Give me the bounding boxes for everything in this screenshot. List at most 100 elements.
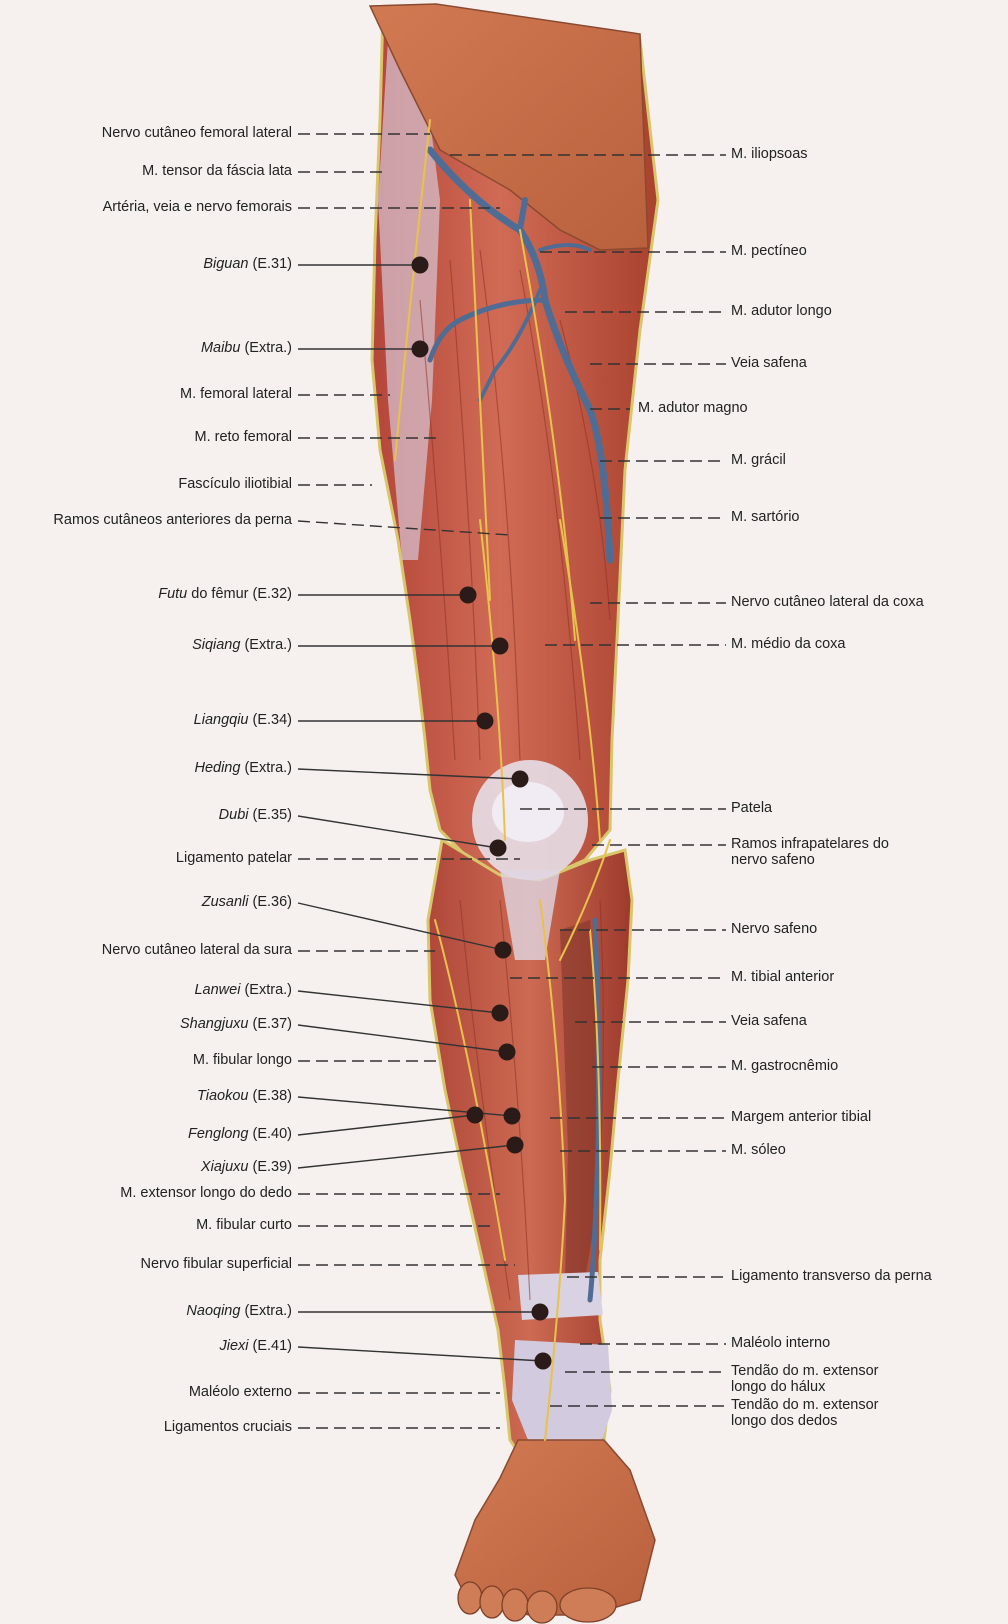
- label-zusanli: Zusanli (E.36): [202, 894, 292, 910]
- label-line: M. sóleo: [731, 1142, 786, 1158]
- label-pectineo: M. pectíneo: [731, 243, 807, 259]
- label-futu: Futu do fêmur (E.32): [158, 586, 292, 602]
- label-nervo-fibular-superficial: Nervo fibular superficial: [140, 1256, 292, 1272]
- label-nervo-cutaneo-femoral-lateral: Nervo cutâneo femoral lateral: [102, 125, 292, 141]
- label-line: Tendão do m. extensor: [731, 1397, 879, 1413]
- label-nervo-cutaneo-lateral-coxa: Nervo cutâneo lateral da coxa: [731, 594, 924, 610]
- label-line: M. iliopsoas: [731, 146, 808, 162]
- label-ligamento-patelar: Ligamento patelar: [176, 850, 292, 866]
- label-ramos-cutaneos-anteriores: Ramos cutâneos anteriores da perna: [53, 512, 292, 528]
- label-line: Patela: [731, 800, 772, 816]
- acupoint-code: (Extra.): [240, 1303, 292, 1319]
- acupoint-code: (Extra.): [240, 982, 292, 998]
- label-line: Tendão do m. extensor: [731, 1363, 879, 1379]
- label-adutor-magno: M. adutor magno: [638, 400, 748, 416]
- label-dubi: Dubi (E.35): [219, 807, 292, 823]
- acupoint-marker-fenglong: [467, 1107, 484, 1124]
- acupoint-marker-naoqing: [532, 1304, 549, 1321]
- label-line: M. sartório: [731, 509, 800, 525]
- label-line: Veia safena: [731, 355, 807, 371]
- label-reto-femoral: M. reto femoral: [195, 429, 293, 445]
- label-veia-safena-1: Veia safena: [731, 355, 807, 371]
- label-line: M. adutor magno: [638, 400, 748, 416]
- leader-jiexi: [298, 1347, 543, 1361]
- label-ligamentos-cruciais: Ligamentos cruciais: [164, 1419, 292, 1435]
- acupoint-code: (E.31): [248, 256, 292, 272]
- acupoint-marker-jiexi: [535, 1353, 552, 1370]
- acupoint-name: Zusanli: [202, 894, 249, 910]
- label-line: Veia safena: [731, 1013, 807, 1029]
- label-line: M. tibial anterior: [731, 969, 834, 985]
- acupoint-code: (Extra.): [240, 637, 292, 653]
- acupoint-name: Fenglong: [188, 1126, 248, 1142]
- acupoint-code: (E.35): [248, 807, 292, 823]
- label-line: M. médio da coxa: [731, 636, 845, 652]
- label-line: M. adutor longo: [731, 303, 832, 319]
- label-nervo-cutaneo-lateral-sura: Nervo cutâneo lateral da sura: [102, 942, 292, 958]
- acupoint-marker-dubi: [490, 840, 507, 857]
- label-line: Nervo cutâneo lateral da coxa: [731, 594, 924, 610]
- label-femoral-lateral: M. femoral lateral: [180, 386, 292, 402]
- label-maleolo-interno: Maléolo interno: [731, 1335, 830, 1351]
- label-line: Ligamento transverso da perna: [731, 1268, 932, 1284]
- label-tensor-fascia-lata: M. tensor da fáscia lata: [142, 163, 292, 179]
- label-line: Margem anterior tibial: [731, 1109, 871, 1125]
- label-ligamento-transverso: Ligamento transverso da perna: [731, 1268, 932, 1284]
- label-line: nervo safeno: [731, 852, 889, 868]
- acupoint-code: (E.39): [248, 1159, 292, 1175]
- label-fasciculo-iliotibial: Fascículo iliotibial: [178, 476, 292, 492]
- label-fibular-longo: M. fibular longo: [193, 1052, 292, 1068]
- label-line: Nervo safeno: [731, 921, 817, 937]
- label-soleo: M. sóleo: [731, 1142, 786, 1158]
- acupoint-code: (E.37): [248, 1016, 292, 1032]
- acupoint-name: Jiexi: [219, 1338, 248, 1354]
- label-lanwei: Lanwei (Extra.): [194, 982, 292, 998]
- label-shangjuxu: Shangjuxu (E.37): [180, 1016, 292, 1032]
- label-maibu: Maibu (Extra.): [201, 340, 292, 356]
- label-naoqing: Naoqing (Extra.): [186, 1303, 292, 1319]
- acupoint-code: (E.40): [248, 1126, 292, 1142]
- label-jiexi: Jiexi (E.41): [219, 1338, 292, 1354]
- label-gastrocnemio: M. gastrocnêmio: [731, 1058, 838, 1074]
- label-margem-anterior-tibial: Margem anterior tibial: [731, 1109, 871, 1125]
- label-ramos-infrapatelares: Ramos infrapatelares donervo safeno: [731, 836, 889, 868]
- label-veia-safena-2: Veia safena: [731, 1013, 807, 1029]
- label-medio-coxa: M. médio da coxa: [731, 636, 845, 652]
- label-liangqiu: Liangqiu (E.34): [194, 712, 292, 728]
- acupoint-marker-liangqiu: [477, 713, 494, 730]
- label-extensor-longo-dedo: M. extensor longo do dedo: [120, 1185, 292, 1201]
- label-line: M. gastrocnêmio: [731, 1058, 838, 1074]
- leader-lanwei: [298, 991, 500, 1013]
- acupoint-name: Futu: [158, 586, 187, 602]
- label-arteria-veia-nervo-femorais: Artéria, veia e nervo femorais: [103, 199, 292, 215]
- acupoint-marker-tiaokou: [504, 1108, 521, 1125]
- acupoint-code: do fêmur (E.32): [187, 586, 292, 602]
- label-fenglong: Fenglong (E.40): [188, 1126, 292, 1142]
- label-tendao-extensor-dedos: Tendão do m. extensorlongo dos dedos: [731, 1397, 879, 1429]
- label-xiajuxu: Xiajuxu (E.39): [201, 1159, 292, 1175]
- acupoint-marker-futu: [460, 587, 477, 604]
- label-tiaokou: Tiaokou (E.38): [197, 1088, 292, 1104]
- acupoint-name: Maibu: [201, 340, 241, 356]
- label-heding: Heding (Extra.): [194, 760, 292, 776]
- leader-ramos-cutaneos-anteriores: [298, 521, 510, 535]
- label-line: M. grácil: [731, 452, 786, 468]
- acupoint-code: (E.34): [248, 712, 292, 728]
- label-patela: Patela: [731, 800, 772, 816]
- acupoint-name: Biguan: [203, 256, 248, 272]
- acupoint-marker-lanwei: [492, 1005, 509, 1022]
- acupoint-marker-biguan: [412, 257, 429, 274]
- acupoint-code: (E.41): [248, 1338, 292, 1354]
- acupoint-name: Dubi: [219, 807, 249, 823]
- label-gracil: M. grácil: [731, 452, 786, 468]
- leader-fenglong: [298, 1115, 475, 1135]
- label-biguan: Biguan (E.31): [203, 256, 292, 272]
- label-line: longo dos dedos: [731, 1413, 879, 1429]
- leader-xiajuxu: [298, 1145, 515, 1168]
- label-fibular-curto: M. fibular curto: [196, 1217, 292, 1233]
- leader-heding: [298, 769, 520, 779]
- acupoint-marker-zusanli: [495, 942, 512, 959]
- acupoint-name: Siqiang: [192, 637, 240, 653]
- acupoint-marker-maibu: [412, 341, 429, 358]
